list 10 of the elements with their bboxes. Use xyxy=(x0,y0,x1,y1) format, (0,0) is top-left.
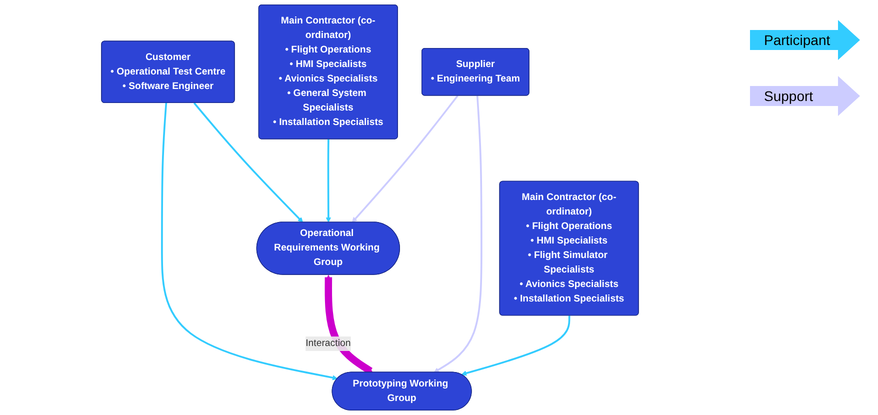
legend-label: Support xyxy=(764,88,814,104)
arrow xyxy=(461,316,570,376)
arrow xyxy=(161,102,338,380)
arrow xyxy=(434,96,482,373)
legend-label: Participant xyxy=(764,32,830,48)
arrow xyxy=(352,95,458,223)
arrow xyxy=(193,102,304,223)
arrow xyxy=(326,139,332,223)
arrow xyxy=(324,274,373,374)
edge-label: Interaction xyxy=(306,338,351,349)
